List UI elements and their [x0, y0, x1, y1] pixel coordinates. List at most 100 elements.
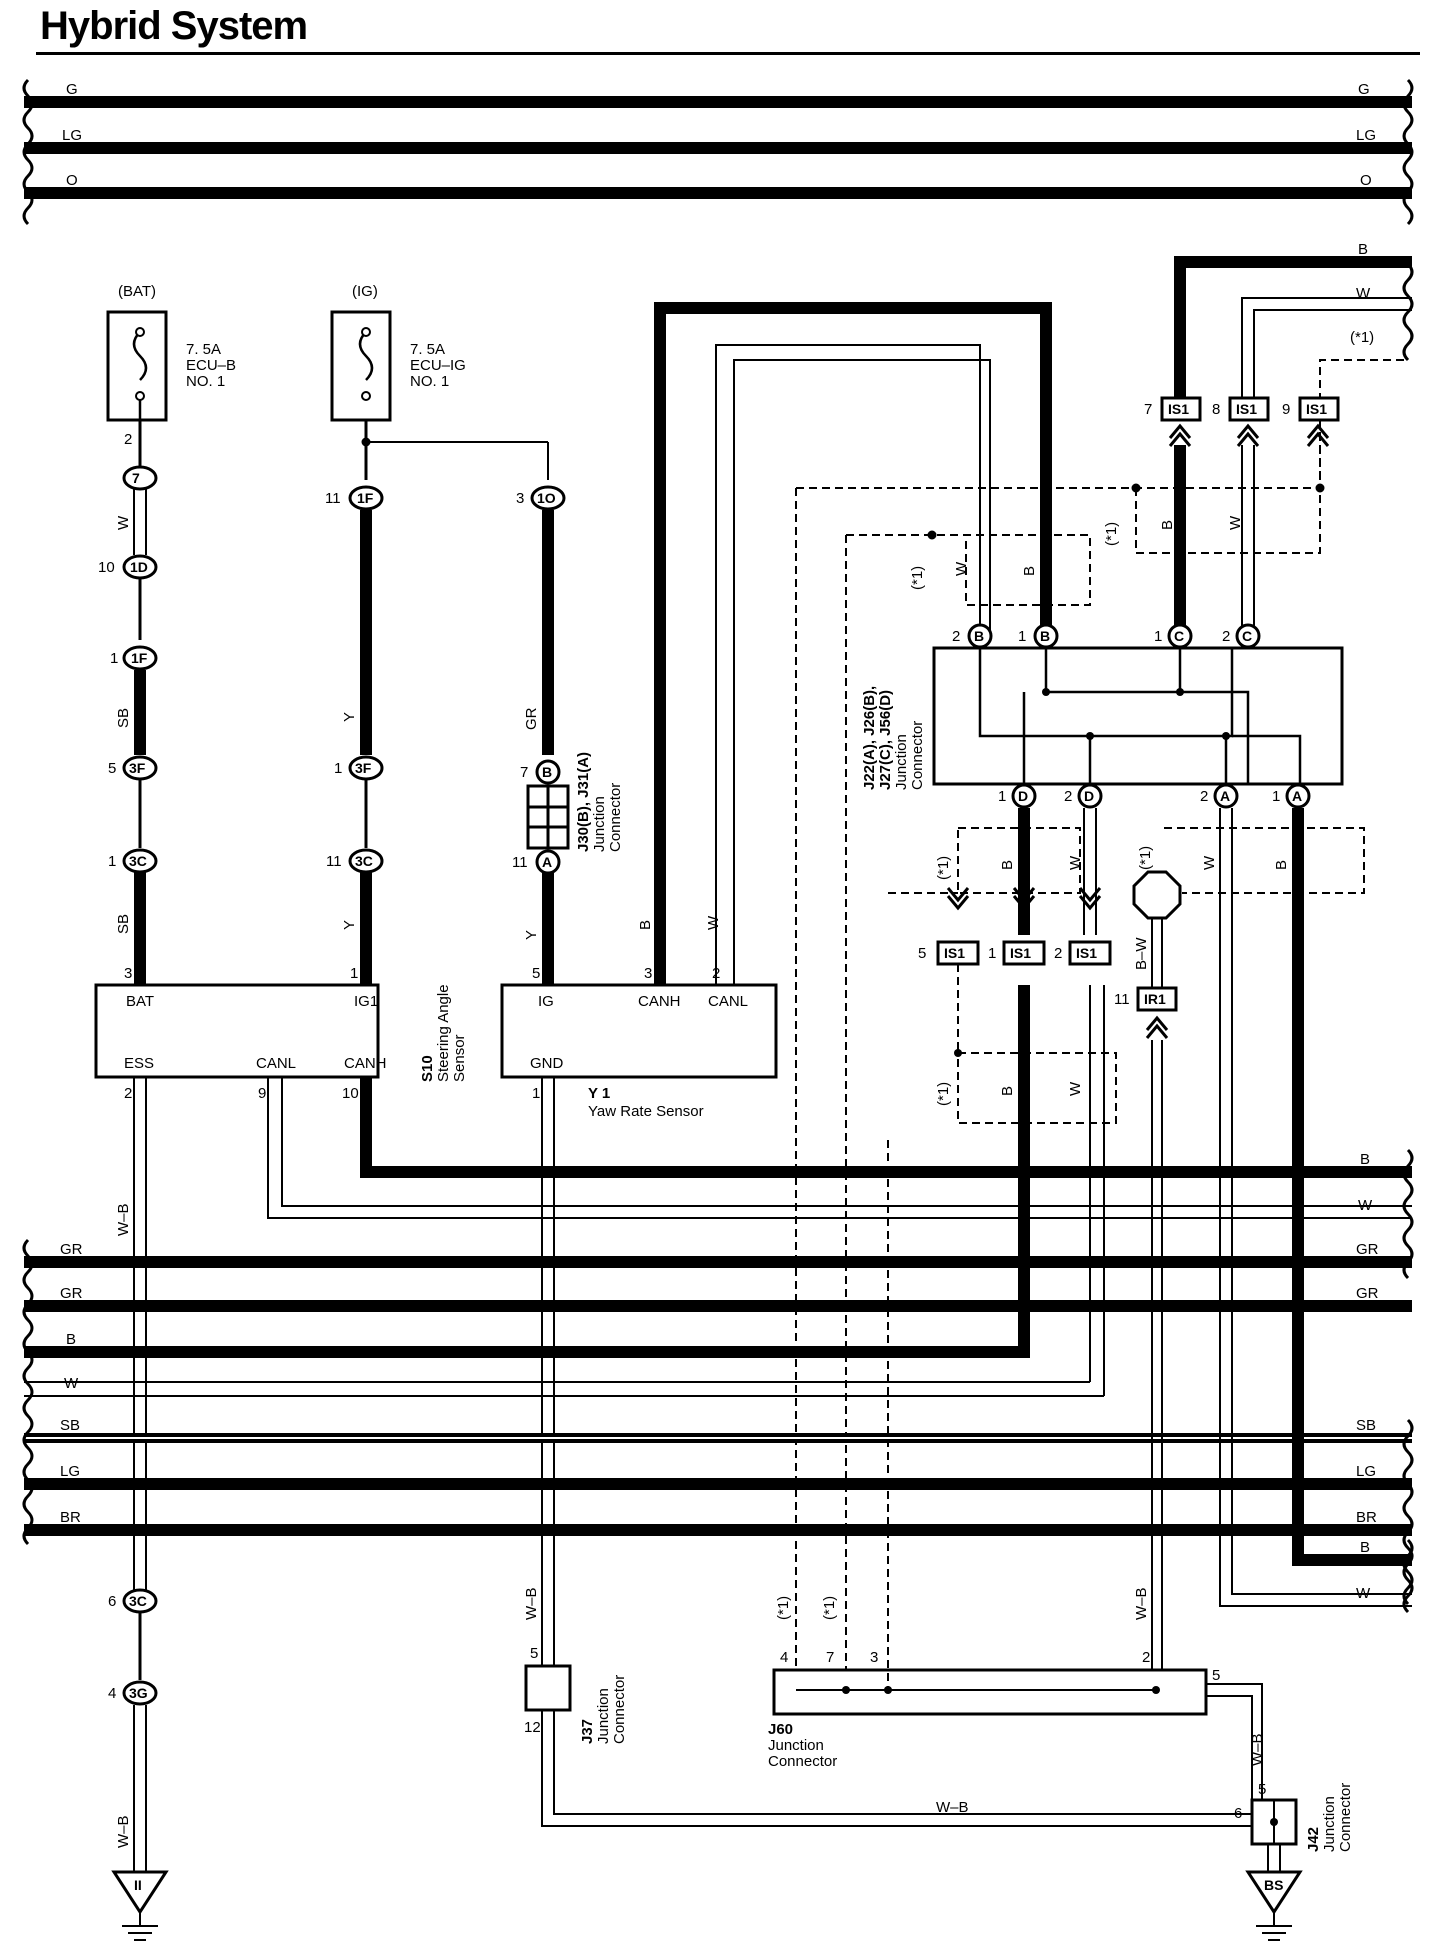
j60-id: J60 — [768, 1721, 793, 1738]
wire-color-w-is1: W — [1227, 515, 1244, 530]
right-bus-mid-label-b: B — [1360, 1151, 1370, 1168]
wire-color-bw: B–W — [1133, 937, 1150, 970]
wire-color-wb-ess: W–B — [115, 1203, 132, 1236]
ir1-label: IR1 — [1144, 991, 1166, 1007]
wire-color-b-is1-b: B — [999, 860, 1016, 870]
pin-7-j30: 7 — [520, 764, 528, 781]
pin-5-y1: 5 — [532, 965, 540, 982]
pin-1-s10: 1 — [350, 965, 358, 982]
pin-10-s10: 10 — [342, 1085, 359, 1102]
j22-pin-d-2: D — [1084, 788, 1094, 804]
ground-ii — [111, 1870, 169, 1941]
s10-id: S10 — [419, 1055, 436, 1082]
is1-5-junction-dot — [954, 1049, 962, 1057]
wire-color-wb-j37: W–B — [523, 1587, 540, 1620]
y1-can-wires — [654, 302, 1052, 985]
pin-11-j30: 11 — [512, 854, 528, 871]
ig-wire — [360, 420, 554, 985]
pin-1-is1-b: 1 — [988, 945, 996, 962]
pin-2-j22-d: 2 — [1064, 788, 1072, 805]
connector-1f-b: 1F — [357, 490, 374, 506]
pin-9-s10: 9 — [258, 1085, 266, 1102]
right-bus-upper-label-w: W — [1356, 285, 1371, 302]
pin-1-j22-d: 1 — [998, 788, 1006, 805]
s10-steering-angle-sensor — [94, 983, 380, 1079]
is1-connectors-bottom — [936, 887, 1112, 966]
connector-3f-a: 3F — [129, 760, 146, 776]
pin-1-j22-a: 1 — [1272, 788, 1280, 805]
ground-ii-label: II — [134, 1877, 142, 1893]
optional-wiring-dashed — [795, 359, 1408, 1675]
s10-bottom-wires — [267, 1077, 1412, 1665]
pin-2-is1-b: 2 — [1054, 945, 1062, 962]
pin-2-j22-a: 2 — [1200, 788, 1208, 805]
j22-label-line4: Connector — [909, 721, 926, 790]
j22-label-line1: J22(A), J26(B), — [861, 686, 878, 790]
j22-pin-c-1: C — [1174, 628, 1184, 644]
j22-bottom-wires — [1018, 808, 1412, 1607]
s10-name-line1: Steering Angle — [435, 984, 452, 1082]
j30-label-line1: J30(B), J31(A) — [575, 752, 592, 852]
pin-5-j42: 5 — [1258, 1781, 1266, 1798]
note-upper-right: (*1) — [1350, 329, 1374, 346]
pin-5-3f: 5 — [108, 760, 116, 777]
j42-junction-connector — [1250, 1798, 1298, 1872]
note-j60-a: (*1) — [775, 1596, 792, 1620]
j22-pin-b-1: B — [1040, 628, 1050, 644]
j60-junction-connector — [772, 1140, 1263, 1800]
pin-2-s10: 2 — [124, 1085, 132, 1102]
pin-6-3c: 6 — [108, 1593, 116, 1610]
wire-color-y-c: Y — [523, 930, 540, 940]
pin-3-y1: 3 — [644, 965, 652, 982]
fuse-ecu-b-rating: 7. 5A — [186, 341, 221, 358]
bat-wire — [133, 420, 147, 1875]
is1-label-8: IS1 — [1236, 401, 1257, 417]
top-bus — [22, 78, 1414, 226]
j42-label-line3: Connector — [1337, 1783, 1354, 1852]
j22-pin-a-1: A — [1292, 788, 1302, 804]
s10-terminal-ess: ESS — [124, 1055, 154, 1072]
pin-3-j60: 3 — [870, 1649, 878, 1666]
note-is1-bottom-b: (*1) — [935, 1082, 952, 1106]
note-j60-b: (*1) — [821, 1596, 838, 1620]
j22-pin-d-1: D — [1018, 788, 1028, 804]
mid-bus-label-lg: LG — [60, 1463, 80, 1480]
note-j22-top: (*1) — [909, 566, 926, 590]
pin-9-is1: 9 — [1282, 401, 1290, 418]
connector-7: 7 — [132, 470, 140, 486]
right-bus-lower-label-b: B — [1360, 1539, 1370, 1556]
connector-3g: 3G — [129, 1685, 148, 1701]
y1-terminal-ig: IG — [538, 993, 554, 1010]
connector-3c-c: 3C — [355, 853, 373, 869]
y1-yaw-rate-sensor — [500, 983, 778, 1079]
y1-terminal-canl: CANL — [708, 993, 748, 1010]
top-bus-label-g-left: G — [66, 81, 78, 98]
mid-bus-label-gr-2: GR — [60, 1285, 83, 1302]
mid-bus-label-lg-right: LG — [1356, 1463, 1376, 1480]
fuse-ecu-b-source: (BAT) — [118, 283, 156, 300]
y1-name: Yaw Rate Sensor — [588, 1103, 704, 1120]
wire-color-gr: GR — [523, 707, 540, 730]
pin-2-y1: 2 — [712, 965, 720, 982]
pin-4-3g: 4 — [108, 1685, 116, 1702]
pin-11-ir1: 11 — [1114, 991, 1130, 1008]
right-bus-mid-label-w: W — [1358, 1197, 1373, 1214]
j37-junction-connector — [524, 1664, 1252, 1827]
ground-bs-label: BS — [1264, 1877, 1283, 1893]
page-title: Hybrid System — [40, 4, 308, 48]
top-bus-label-o-right: O — [1360, 172, 1372, 189]
pin-1-3f: 1 — [334, 760, 342, 777]
ground-bs — [1245, 1870, 1303, 1941]
connector-1f-a: 1F — [131, 650, 148, 666]
pin-5-is1-b: 5 — [918, 945, 926, 962]
j37-id: J37 — [579, 1719, 596, 1744]
wire-color-wb-ir1: W–B — [1133, 1587, 1150, 1620]
is1-connectors-top — [1160, 396, 1340, 447]
pin-7-j60: 7 — [826, 1649, 834, 1666]
wire-color-w-oct: W — [1201, 855, 1218, 870]
connector-3c-a: 3C — [129, 853, 147, 869]
top-bus-label-lg-left: LG — [62, 127, 82, 144]
pin-7-is1: 7 — [1144, 401, 1152, 418]
j30-label-line2: Junction — [591, 796, 608, 852]
